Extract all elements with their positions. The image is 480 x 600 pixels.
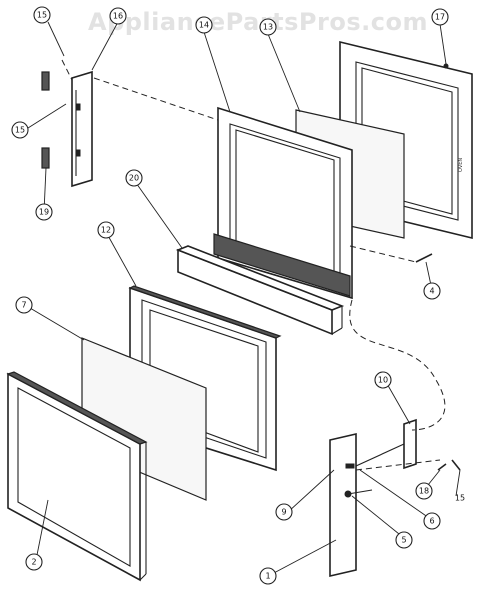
latch-screw	[344, 489, 373, 498]
callout-12: 12	[97, 221, 115, 239]
callout-label: 13	[263, 23, 273, 32]
callout-15-top-left: 15	[33, 6, 51, 24]
callout-19: 19	[35, 203, 53, 221]
callout-label: 19	[39, 208, 49, 217]
callout-13: 13	[259, 18, 277, 36]
latch-plate	[329, 432, 357, 578]
callout-1: 1	[259, 567, 277, 585]
svg-text:OVEN: OVEN	[458, 158, 464, 172]
callout-label: 14	[199, 21, 209, 30]
callout-label: 6	[429, 517, 434, 526]
callout-label: 1	[265, 572, 270, 581]
callout-label: 16	[113, 12, 123, 21]
hinge-bracket	[71, 70, 93, 188]
callout-6: 6	[423, 512, 441, 530]
assembly-line-bracket	[61, 59, 73, 81]
callout-label: 4	[429, 287, 434, 296]
screw-right	[415, 253, 433, 263]
latch-pin	[345, 463, 355, 469]
callout-2: 2	[25, 553, 43, 571]
latch-arm	[355, 418, 417, 470]
callout-label: 15	[37, 11, 47, 20]
callout-20: 20	[125, 169, 143, 187]
callout-label: 12	[101, 226, 111, 235]
callout-15-left: 15	[11, 121, 29, 139]
callout-label: 15	[455, 494, 465, 503]
assembly-line-latch-screws	[355, 459, 441, 471]
assembly-line-frame-screw	[349, 245, 417, 263]
callout-7: 7	[15, 296, 33, 314]
callout-9: 9	[275, 503, 293, 521]
screw-lower-right	[437, 459, 461, 471]
callout-18: 18	[415, 482, 433, 500]
inner-door-frame	[213, 106, 353, 300]
callout-label: 7	[21, 301, 26, 310]
callout-14: 14	[195, 16, 213, 34]
callout-label: 17	[435, 13, 445, 22]
assembly-line-hinge-frame	[93, 77, 219, 121]
callout-label: 5	[401, 536, 406, 545]
screw-top-right	[443, 63, 449, 69]
door-handle-bar	[175, 245, 345, 336]
hinge-block-upper	[41, 71, 50, 91]
callout-10: 10	[374, 371, 392, 389]
callout-4: 4	[423, 282, 441, 300]
callout-label: 10	[378, 376, 388, 385]
callout-5: 5	[395, 531, 413, 549]
watermark: AppliancePartsPros.com	[88, 8, 428, 36]
callout-17: 17	[431, 8, 449, 26]
callout-16: 16	[109, 7, 127, 25]
callout-label: 15	[15, 126, 25, 135]
callout-label: 18	[419, 487, 429, 496]
leader-lines	[27, 21, 461, 575]
callout-label: 2	[31, 558, 36, 567]
callout-label: 20	[129, 174, 139, 183]
front-door-frame	[6, 371, 148, 582]
callout-label: 9	[281, 508, 286, 517]
hinge-block-lower	[41, 147, 50, 169]
assembly-line-latch	[349, 299, 446, 431]
callout-15-lower-right: 15	[455, 494, 465, 503]
